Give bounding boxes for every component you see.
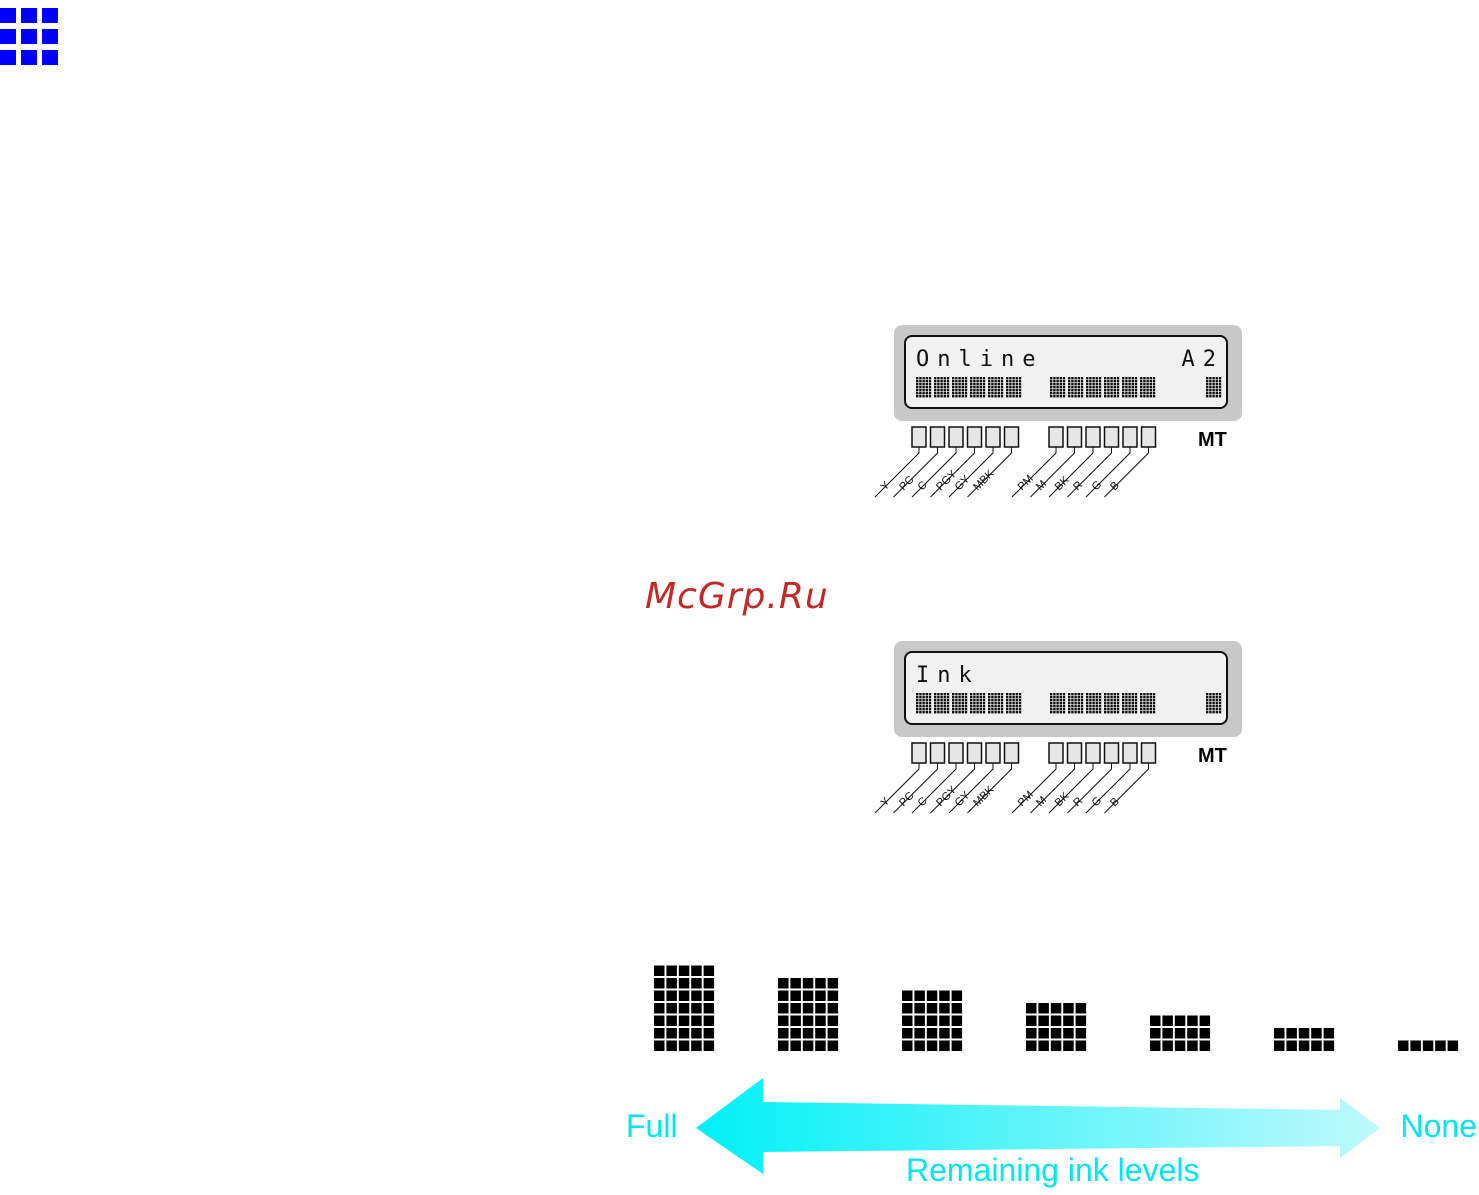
ink-level-block xyxy=(1274,1028,1334,1051)
ink-slot-leader xyxy=(875,763,919,813)
lcd-ink-cell xyxy=(1206,377,1221,397)
lcd-ink-cell xyxy=(1104,693,1119,713)
lcd-ink-cell xyxy=(1122,377,1137,397)
ink-slot-box xyxy=(1086,743,1100,763)
ink-slot-box xyxy=(1142,427,1156,447)
ink-slot-box xyxy=(949,427,963,447)
ink-slot-leader xyxy=(1012,763,1056,813)
ink-slot-box xyxy=(949,743,963,763)
lcd-ink-cell xyxy=(1104,377,1119,397)
ink-slot-box xyxy=(912,427,926,447)
lcd-ink-cell xyxy=(952,693,967,713)
grid-icon[interactable] xyxy=(0,8,58,65)
lcd-screen: Ink xyxy=(904,651,1228,725)
ink-slot-box xyxy=(931,427,945,447)
ink-level-block xyxy=(1398,1041,1458,1052)
ink-slot-box xyxy=(1005,743,1019,763)
lcd-ink-cell xyxy=(1086,377,1101,397)
ink-slot-box xyxy=(1068,427,1082,447)
ink-slot-box xyxy=(1068,743,1082,763)
watermark-logo: McGrp.Ru xyxy=(645,576,829,617)
lcd-ink-cell xyxy=(1140,377,1155,397)
lcd-ink-cell xyxy=(1206,693,1221,713)
lcd-ink-cell xyxy=(916,377,931,397)
lcd-ink-cell xyxy=(988,693,1003,713)
label-full: Full xyxy=(626,1108,678,1145)
ink-level-block xyxy=(902,991,962,1052)
ink-slot-box xyxy=(1086,427,1100,447)
lcd-ink-cell xyxy=(1068,693,1083,713)
ink-slot-box xyxy=(1005,427,1019,447)
ink-slot-box xyxy=(1105,427,1119,447)
ink-slot-box xyxy=(986,427,1000,447)
lcd-ink-cell xyxy=(1086,693,1101,713)
label-remaining-ink: Remaining ink levels xyxy=(906,1152,1199,1189)
ink-slot-box xyxy=(1123,743,1137,763)
lcd-ink-cell xyxy=(934,377,949,397)
ink-slot-box xyxy=(931,743,945,763)
ink-slot-box xyxy=(1123,427,1137,447)
lcd-ink-cell xyxy=(952,377,967,397)
lcd-ink-cell xyxy=(1006,693,1021,713)
remaining-ink-arrow: Full None Remaining ink levels xyxy=(620,1070,1479,1195)
lcd-ink-cell xyxy=(970,377,985,397)
lcd-ink-cell xyxy=(1122,693,1137,713)
ink-level-block xyxy=(778,978,838,1051)
lcd-ink-cell xyxy=(988,377,1003,397)
lcd-screen: Online A2 xyxy=(904,335,1228,409)
ink-slot-box xyxy=(1049,743,1063,763)
ink-slot-box xyxy=(986,743,1000,763)
lcd-ink-cell xyxy=(916,693,931,713)
ink-level-block xyxy=(654,966,714,1052)
label-none: None xyxy=(1401,1108,1478,1145)
lcd-ink-cell xyxy=(1006,377,1021,397)
ink-level-block xyxy=(1150,1016,1210,1052)
ink-level-scale xyxy=(640,955,1470,1065)
lcd-ink-cell xyxy=(1050,377,1065,397)
ink-slot-box xyxy=(912,743,926,763)
lcd-ink-cell xyxy=(970,693,985,713)
lcd-ink-cell xyxy=(934,693,949,713)
ink-level-block xyxy=(1026,1003,1086,1051)
lcd-frame: Online A2 xyxy=(894,325,1242,421)
ink-slot-box xyxy=(1049,427,1063,447)
ink-slot-box xyxy=(1105,743,1119,763)
ink-slot-leader xyxy=(1012,447,1056,497)
lcd-ink-cell xyxy=(1050,693,1065,713)
lcd-frame: Ink xyxy=(894,641,1242,737)
lcd-ink-cell xyxy=(1068,377,1083,397)
ink-slot-box xyxy=(968,427,982,447)
lcd-ink-cell xyxy=(1140,693,1155,713)
ink-slot-box xyxy=(1142,743,1156,763)
ink-slot-leader xyxy=(875,447,919,497)
ink-slot-box xyxy=(968,743,982,763)
